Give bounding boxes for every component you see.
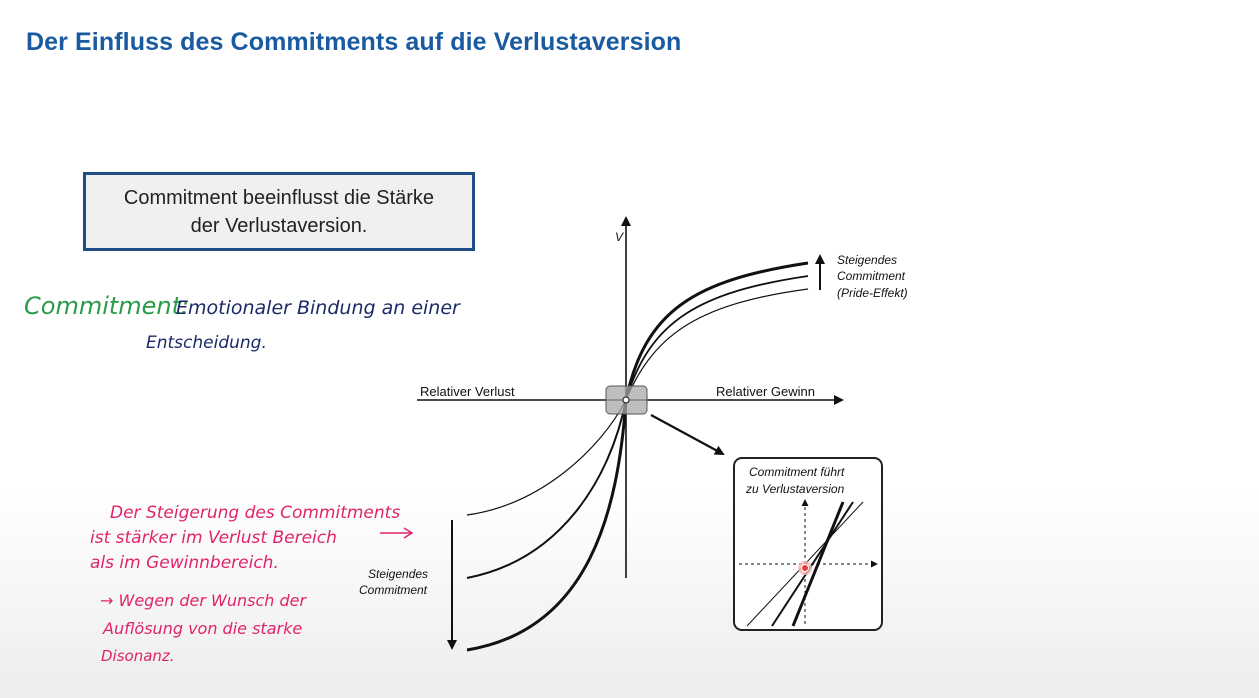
definition-term: Commitment: — [24, 292, 189, 320]
zoom-arrow — [650, 414, 725, 455]
x-axis-label-gain: Relativer Gewinn — [716, 384, 815, 399]
loss-curve-medium — [466, 399, 627, 579]
statement-text: Commitment beeinflusst die Stärke der Ve… — [123, 186, 435, 237]
loss-note-line-5: Auflösung von die starke — [102, 619, 302, 638]
gain-annotation-line-1: Steigendes — [837, 253, 897, 267]
gain-curve-thick — [624, 261, 809, 401]
gain-curve-medium — [625, 275, 809, 401]
loss-note-arrow — [380, 527, 414, 539]
loss-note: Der Steigerung des Commitments ist stärk… — [90, 503, 414, 665]
inset-origin-point — [801, 564, 809, 572]
slide-title: Der Einfluss des Commitments auf die Ver… — [26, 28, 682, 56]
loss-note-line-2: ist stärker im Verlust Bereich — [90, 528, 337, 548]
loss-note-line-3: als im Gewinnbereich. — [90, 553, 279, 573]
loss-note-line-1: Der Steigerung des Commitments — [110, 503, 400, 523]
inset-title-line-2: zu Verlustaversion — [745, 482, 845, 496]
x-axis-label-loss: Relativer Verlust — [420, 384, 515, 399]
inset-line-medium — [771, 501, 854, 627]
loss-note-line-4: → Wegen der Wunsch der — [100, 591, 308, 610]
gain-annotation-line-2: Commitment — [837, 269, 906, 283]
loss-note-line-6: Disonanz. — [101, 647, 175, 665]
origin-point — [622, 396, 630, 404]
y-axis-label: V — [615, 230, 624, 244]
statement-box: Commitment beeinflusst die Stärke der Ve… — [83, 172, 475, 251]
loss-annotation-line-2: Commitment — [359, 583, 428, 597]
gain-annotation-line-3: (Pride-Effekt) — [837, 286, 908, 300]
loss-annotation-line-1: Steigendes — [368, 567, 428, 581]
inset-box — [733, 457, 883, 631]
gain-curve-thin — [625, 288, 809, 401]
definition-line-1: Emotionaler Bindung an einer — [176, 297, 461, 319]
loss-curve-thick — [466, 399, 628, 652]
inset-title-line-1: Commitment führt — [749, 465, 845, 479]
inset-line-thick — [791, 501, 845, 627]
inset-panel: Commitment führt zu Verlustaversion — [733, 457, 883, 631]
definition-line-2: Entscheidung. — [146, 333, 267, 353]
definition-note: Commitment: Emotionaler Bindung an einer… — [24, 292, 461, 353]
loss-curve-thin — [466, 399, 627, 516]
